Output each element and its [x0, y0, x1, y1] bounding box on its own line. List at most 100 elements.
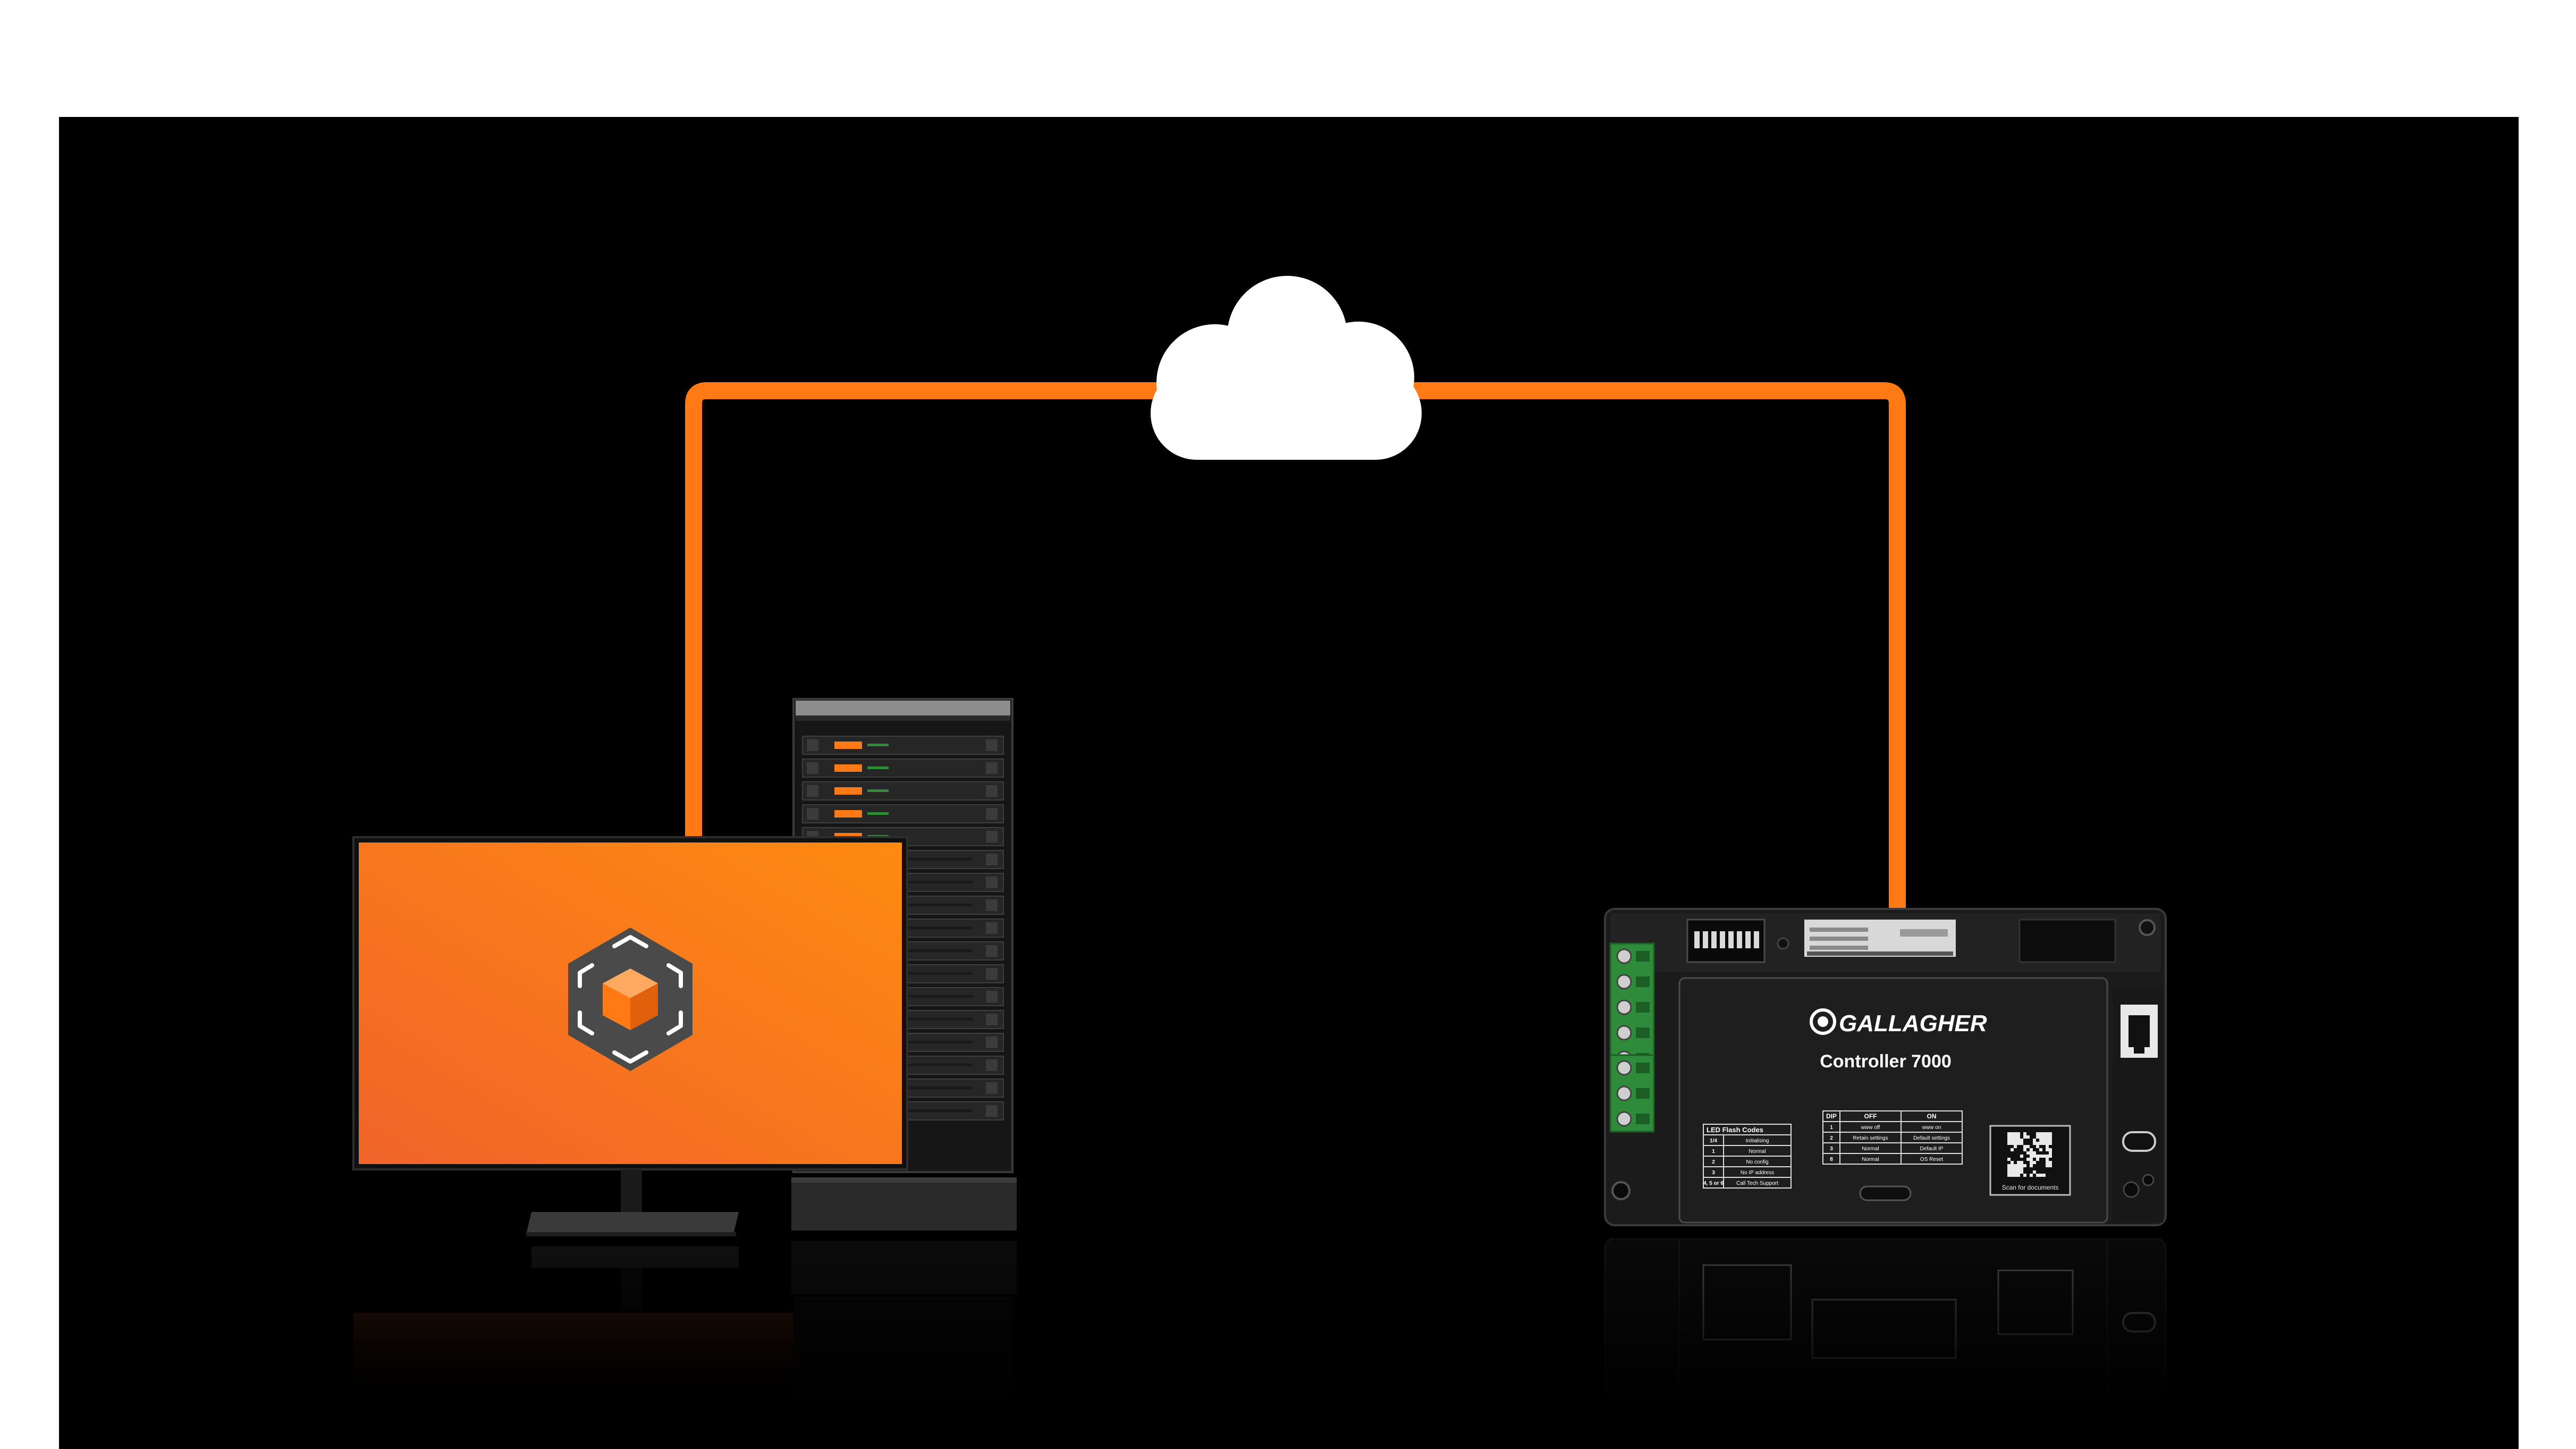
qr-module	[2007, 1174, 2011, 1177]
led-table-meaning: No IP address	[1741, 1170, 1774, 1176]
drive-light	[834, 810, 862, 818]
terminal-screw	[1616, 999, 1632, 1015]
qr-module	[2023, 1135, 2026, 1139]
controller-device-icon: GALLAGHER Controller 7000 LED Flash Code…	[1604, 908, 2167, 1226]
led-table-title: LED Flash Codes	[1707, 1126, 1763, 1134]
qr-module	[2020, 1161, 2023, 1164]
qr-module	[2014, 1135, 2017, 1139]
led-table-meaning: Call Tech Support	[1736, 1181, 1778, 1186]
qr-module	[2007, 1132, 2011, 1135]
rack-unit-handle	[986, 739, 998, 751]
qr-module	[2046, 1139, 2049, 1142]
terminal-screw	[1616, 948, 1632, 964]
dip-table-value: Normal	[1862, 1146, 1879, 1152]
qr-module	[2014, 1170, 2017, 1174]
qr-module	[2011, 1139, 2014, 1142]
qr-module	[2049, 1151, 2052, 1155]
terminal-socket	[1636, 976, 1650, 987]
terminal-socket	[1636, 1114, 1650, 1124]
status-led	[867, 789, 889, 792]
model-name: Controller 7000	[1820, 1051, 1952, 1072]
qr-module	[2030, 1158, 2033, 1161]
dip-switch	[1728, 931, 1734, 948]
dip-table-value: Retain settings	[1853, 1135, 1888, 1141]
qr-module	[2049, 1155, 2052, 1158]
qr-module	[2049, 1161, 2052, 1164]
qr-module	[2046, 1164, 2049, 1167]
qr-module	[2007, 1135, 2011, 1139]
qr-module	[2036, 1135, 2039, 1139]
qr-module	[2011, 1142, 2014, 1145]
qr-module	[2023, 1132, 2026, 1135]
dip-table-value: www on	[1922, 1125, 1941, 1131]
floor-reflection	[353, 1237, 2167, 1409]
terminal-socket	[1636, 1088, 1650, 1099]
led-table-code: 1	[1712, 1149, 1715, 1155]
led-table-meaning: No config	[1746, 1159, 1768, 1165]
rack-unit-handle	[986, 808, 998, 820]
rack-unit-handle	[986, 1082, 998, 1094]
qr-module	[2020, 1167, 2023, 1170]
qr-module	[2046, 1161, 2049, 1164]
dip-table-value: Default IP	[1920, 1146, 1944, 1152]
qr-module	[2030, 1151, 2033, 1155]
qr-module	[2026, 1158, 2030, 1161]
qr-module	[2011, 1167, 2014, 1170]
led-table-meaning: Normal	[1749, 1149, 1766, 1155]
terminal-screw	[1616, 1111, 1632, 1127]
qr-module	[2049, 1135, 2052, 1139]
hexagon-cube-logo-icon	[568, 928, 692, 1071]
dip-table-value: OS Reset	[1920, 1157, 1944, 1162]
qr-module	[2049, 1139, 2052, 1142]
dip-table-value: www off	[1861, 1125, 1880, 1131]
dip-table-value: 8	[1830, 1157, 1833, 1162]
rack-unit-handle	[986, 877, 998, 888]
rack-unit-handle	[986, 762, 998, 774]
rack-unit-handle	[986, 945, 998, 957]
rack-unit-handle	[986, 785, 998, 797]
qr-module	[2020, 1139, 2023, 1142]
qr-module	[2017, 1142, 2020, 1145]
qr-module	[2011, 1174, 2014, 1177]
qr-module	[2007, 1139, 2011, 1142]
dip-switch	[1703, 931, 1708, 948]
terminal-screw	[1616, 1025, 1632, 1041]
dip-switch	[1720, 931, 1725, 948]
rack-unit-handle	[986, 968, 998, 980]
cloud-icon	[1151, 276, 1422, 460]
qr-module	[2039, 1148, 2042, 1151]
qr-module	[2046, 1148, 2049, 1151]
dip-switch-block	[1694, 931, 1759, 948]
qr-module	[2039, 1135, 2042, 1139]
qr-module	[2030, 1161, 2033, 1164]
terminal-screw	[1616, 1060, 1632, 1076]
qr-module	[2036, 1142, 2039, 1145]
usb-c-port	[2122, 1131, 2156, 1152]
qr-module	[2011, 1148, 2014, 1151]
status-led	[867, 766, 889, 769]
qr-module	[2033, 1151, 2036, 1155]
rack-unit-handle	[807, 739, 818, 751]
qr-module	[2039, 1142, 2042, 1145]
rack-unit-handle	[986, 991, 998, 1002]
qr-module	[2017, 1161, 2020, 1164]
terminal-blocks	[1609, 942, 1655, 1133]
qr-module	[2014, 1132, 2017, 1135]
rack-unit-handle	[807, 808, 818, 820]
dip-switch	[1754, 931, 1759, 948]
terminal-screw	[1616, 974, 1632, 990]
terminal-socket	[1636, 1002, 1650, 1013]
qr-module	[2030, 1174, 2033, 1177]
led-table-cell	[1723, 1177, 1792, 1189]
qr-module	[2007, 1170, 2011, 1174]
qr-module	[2014, 1139, 2017, 1142]
terminal-socket	[1636, 951, 1650, 962]
dip-switch	[1694, 931, 1700, 948]
qr-module	[2042, 1139, 2046, 1142]
qr-module	[2017, 1135, 2020, 1139]
qr-module	[2030, 1155, 2033, 1158]
drive-light	[834, 742, 862, 749]
rack-unit	[802, 804, 1004, 823]
